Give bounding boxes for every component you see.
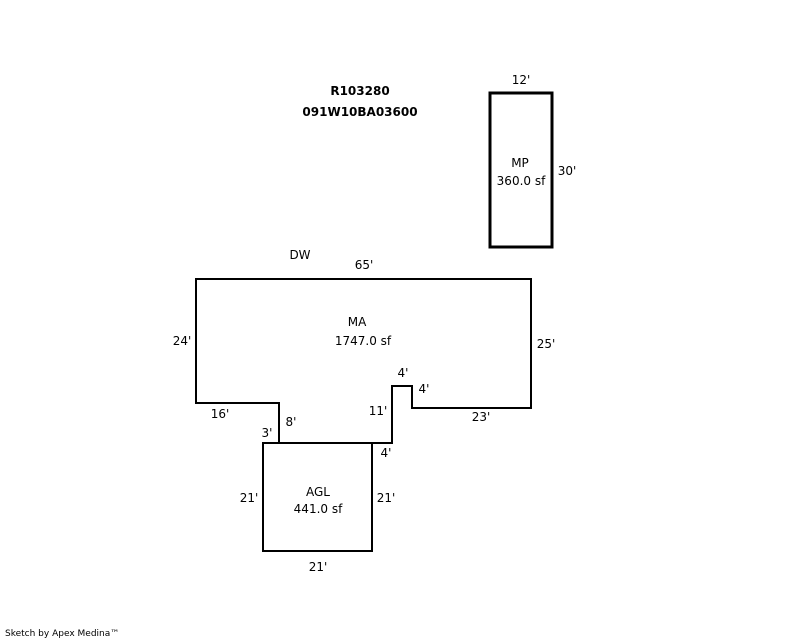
mp-dim-right: 30' <box>557 164 577 178</box>
mp-label: MP <box>511 156 529 170</box>
ma-label: MA <box>347 315 367 329</box>
ma-dim-notch-top: 4' <box>397 366 409 380</box>
mp-dim-top: 12' <box>511 73 531 87</box>
ma-dim-left: 24' <box>172 334 192 348</box>
agl-dim-right: 21' <box>376 491 396 505</box>
agl-dim-left: 21' <box>239 491 259 505</box>
agl-label: AGL <box>306 485 330 499</box>
ma-dim-right: 25' <box>536 337 556 351</box>
ma-dim-step-down: 8' <box>285 415 297 429</box>
footer-credit: Sketch by Apex Medina™ <box>5 629 120 639</box>
agl-outline <box>262 442 373 552</box>
ma-dim-notch-right: 4' <box>418 382 430 396</box>
mp-area: 360.0 sf <box>496 174 546 188</box>
ma-dim-bottom-right: 23' <box>471 410 491 424</box>
ma-dim-top: 65' <box>354 258 374 272</box>
ma-dim-bottom-left: 16' <box>210 407 230 421</box>
parcel-id: R103280 <box>330 84 390 98</box>
map-number: 091W10BA03600 <box>302 105 418 119</box>
agl-area: 441.0 sf <box>293 502 343 516</box>
ma-dim-jog-left: 3' <box>261 426 273 440</box>
ma-area: 1747.0 sf <box>334 334 392 348</box>
ma-outline <box>195 278 532 444</box>
ma-dim-notch-left: 11' <box>368 404 388 418</box>
agl-dim-bottom: 21' <box>308 560 328 574</box>
dw-label: DW <box>289 248 311 262</box>
mp-outline <box>488 91 554 249</box>
ma-dim-jog-right: 4' <box>380 446 392 460</box>
